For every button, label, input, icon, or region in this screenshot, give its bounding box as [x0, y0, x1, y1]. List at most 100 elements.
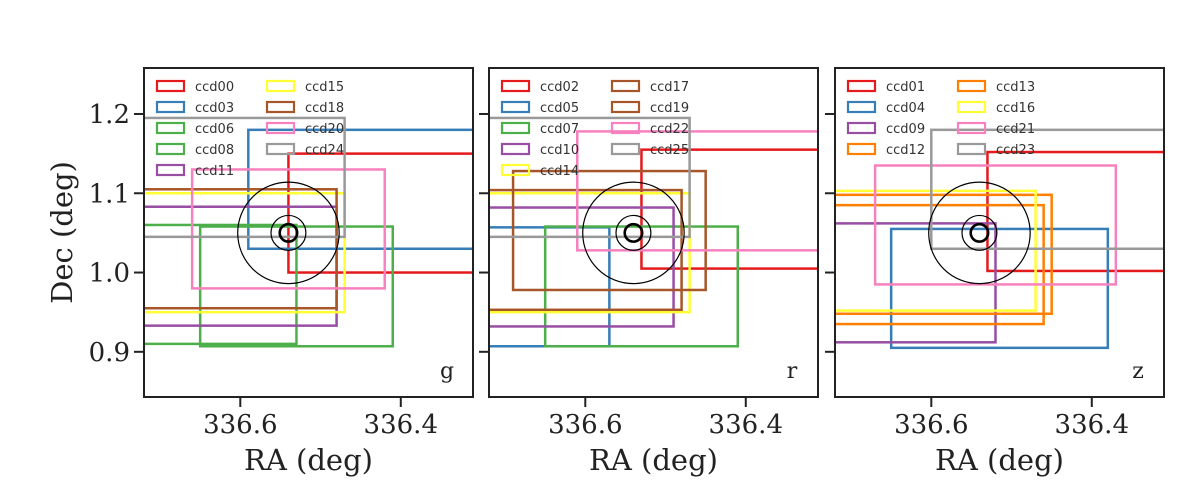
legend-label: ccd13	[996, 80, 1035, 95]
panel-g: ccd00ccd03ccd06ccd08ccd11ccd15ccd18ccd20…	[45, 67, 474, 477]
y-tick-label: 1.1	[89, 179, 130, 209]
x-tick-label: 336.4	[1055, 410, 1129, 440]
legend-label: ccd06	[195, 122, 234, 137]
footprint-ccd09	[835, 222, 997, 344]
legend-swatch	[155, 100, 186, 114]
legend-label: ccd11	[195, 164, 234, 179]
aperture-circle	[582, 181, 685, 285]
footprint-ccd04	[889, 227, 1110, 350]
x-axis-label: RA (deg)	[935, 443, 1064, 477]
legend-swatch	[155, 142, 186, 156]
x-axis-label: RA (deg)	[589, 443, 718, 477]
legend-label: ccd00	[195, 80, 234, 95]
footprint-ccd07	[543, 225, 740, 348]
footprint-ccd05	[489, 226, 611, 348]
legend-label: ccd04	[886, 101, 925, 116]
legend-swatch	[610, 100, 641, 114]
x-tick-label: 336.6	[894, 410, 968, 440]
x-tick-label: 336.6	[548, 410, 622, 440]
aperture-circle	[615, 214, 652, 251]
footprint-ccd12	[835, 203, 1045, 326]
legend-swatch	[500, 163, 531, 177]
plot-area	[489, 116, 818, 348]
band-label: z	[1132, 359, 1144, 384]
y-tick-label: 1.2	[89, 100, 130, 130]
x-tick-label: 336.6	[203, 410, 277, 440]
footprint-ccd17	[511, 169, 707, 292]
legend: ccd00ccd03ccd06ccd08ccd11ccd15ccd18ccd20…	[155, 79, 344, 179]
legend-swatch	[500, 79, 531, 93]
legend-label: ccd10	[540, 143, 579, 158]
plot-area	[144, 116, 473, 348]
axes-frame	[143, 67, 474, 398]
footprint-ccd23	[930, 128, 1164, 251]
aperture-circle	[969, 222, 990, 243]
aperture-circle	[928, 181, 1031, 285]
footprint-ccd10	[489, 206, 675, 328]
legend-label: ccd21	[996, 122, 1035, 137]
footprint-ccd14	[489, 192, 691, 314]
legend-swatch	[846, 142, 877, 156]
footprint-ccd16	[835, 189, 1037, 312]
footprint-ccd25	[489, 116, 691, 239]
legend-swatch	[155, 121, 186, 135]
legend-label: ccd07	[540, 122, 579, 137]
footprint-ccd21	[873, 164, 1118, 286]
legend-label: ccd15	[305, 80, 344, 95]
x-tick-label: 336.4	[364, 410, 438, 440]
legend-label: ccd01	[886, 80, 925, 95]
footprint-ccd22	[576, 130, 818, 252]
legend-swatch	[265, 79, 296, 93]
y-tick-label: 1.0	[89, 259, 130, 289]
legend-label: ccd12	[886, 143, 925, 158]
footprint-ccd13	[835, 193, 1053, 316]
plot-area	[835, 128, 1164, 350]
aperture-circle	[961, 214, 998, 251]
x-axis-label: RA (deg)	[244, 443, 373, 477]
footprint-ccd01	[986, 150, 1164, 273]
legend-swatch	[846, 79, 877, 93]
legend-swatch	[500, 142, 531, 156]
legend: ccd01 ccd04 ccd09 ccd12 ccd13 ccd16 ccd21 ccd23	[846, 79, 1035, 158]
footprint-ccd08	[198, 225, 395, 348]
footprint-ccd02	[640, 148, 818, 270]
legend-swatch	[265, 142, 296, 156]
legend-swatch	[956, 100, 987, 114]
legend-swatch	[610, 79, 641, 93]
legend-label: ccd16	[996, 101, 1035, 116]
legend-swatch	[265, 121, 296, 135]
aperture-circle	[623, 222, 644, 243]
legend-label: ccd05	[540, 101, 579, 116]
legend-label: ccd24	[305, 143, 344, 158]
legend-swatch	[155, 79, 186, 93]
legend: ccd02ccd05ccd07ccd10ccd14ccd17ccd19ccd22…	[500, 79, 689, 179]
aperture-circle	[278, 222, 299, 243]
legend-swatch	[610, 121, 641, 135]
x-tick-label: 336.4	[709, 410, 783, 440]
legend-label: ccd17	[650, 80, 689, 95]
footprint-ccd06	[144, 223, 298, 346]
legend-swatch	[956, 79, 987, 93]
legend-swatch	[500, 100, 531, 114]
panel-z: ccd01 ccd04 ccd09 ccd12 ccd13 ccd16 ccd21 ccd23…	[825, 67, 1165, 477]
axes-frame	[834, 67, 1165, 398]
legend-label: ccd22	[650, 122, 689, 137]
footprint-ccd24	[144, 116, 346, 239]
legend-label: ccd09	[886, 122, 925, 137]
band-label: g	[440, 359, 454, 384]
legend-swatch	[265, 100, 296, 114]
legend-label: ccd08	[195, 143, 234, 158]
legend-swatch	[500, 121, 531, 135]
legend-swatch	[846, 100, 877, 114]
legend-label: ccd18	[305, 101, 344, 116]
legend-swatch	[155, 163, 186, 177]
footprint-ccd15	[144, 192, 346, 314]
legend-swatch	[846, 121, 877, 135]
footprint-ccd00	[287, 152, 473, 274]
legend-swatch	[956, 142, 987, 156]
y-axis-label: Dec (deg)	[45, 161, 79, 304]
legend-label: ccd02	[540, 80, 579, 95]
footprint-ccd20	[190, 168, 386, 290]
legend-label: ccd23	[996, 143, 1035, 158]
aperture-circle	[237, 181, 340, 285]
